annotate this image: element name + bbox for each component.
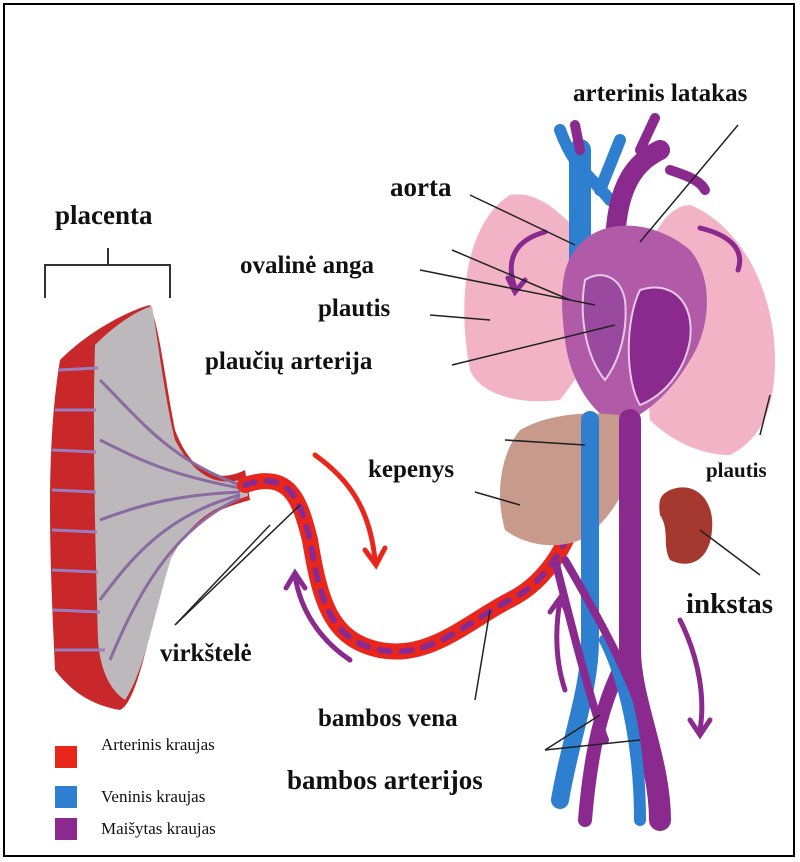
legend-item-venous: Veninis kraujas <box>55 786 205 808</box>
label-ovaline-anga: ovalinė anga <box>240 252 374 280</box>
placenta-bracket <box>45 248 170 298</box>
label-plautis-right: plautis <box>706 458 767 483</box>
legend-item-mixed: Maišytas kraujas <box>55 818 216 840</box>
legend-label-mixed: Maišytas kraujas <box>101 819 216 839</box>
label-bambos-arterijos: bambos arterijos <box>287 765 483 796</box>
legend-swatch-arterial <box>55 746 77 768</box>
label-bambos-vena: bambos vena <box>318 705 458 733</box>
legend-label-arterial: Arterinis kraujas <box>101 735 215 755</box>
label-plautis-left: plautis <box>318 295 390 323</box>
label-plauciu-arterija: plaučių arterija <box>205 348 372 376</box>
legend-swatch-venous <box>55 786 77 808</box>
label-virkstele: virkštelė <box>160 640 252 668</box>
legend-item-arterial: Arterinis kraujas <box>55 746 215 768</box>
label-aorta: aorta <box>390 172 451 203</box>
label-placenta: placenta <box>55 200 153 231</box>
legend-swatch-mixed <box>55 818 77 840</box>
label-arterinis-latakas: arterinis latakas <box>573 80 747 108</box>
kidney <box>659 487 712 563</box>
legend-label-venous: Veninis kraujas <box>101 787 205 807</box>
label-kepenys: kepenys <box>368 456 454 484</box>
label-inkstas: inkstas <box>686 588 773 621</box>
